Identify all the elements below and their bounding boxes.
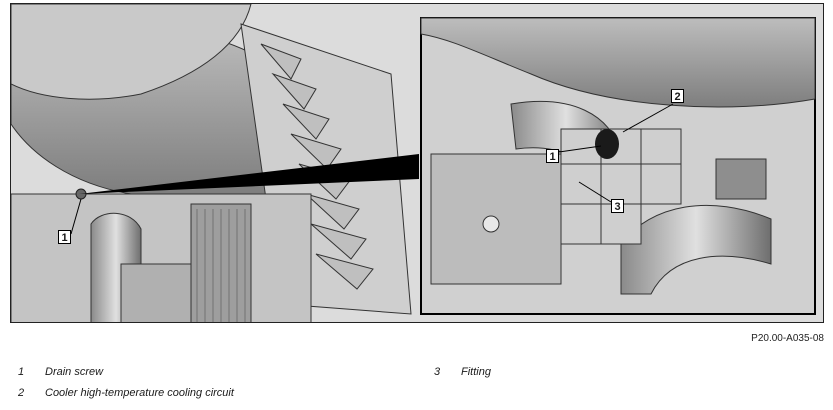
upper-panel bbox=[11, 4, 252, 100]
legend-item-3: 3 Fitting bbox=[434, 366, 491, 378]
leader-line-3 bbox=[578, 181, 612, 203]
legend-number: 1 bbox=[18, 366, 25, 378]
legend-text: Fitting bbox=[461, 366, 491, 378]
illustration-figure: 1 1 2 3 bbox=[10, 3, 824, 323]
legend-number: 2 bbox=[18, 387, 25, 399]
drain-screw-main bbox=[75, 188, 87, 200]
zoom-indicator bbox=[79, 154, 419, 194]
connector-block bbox=[715, 158, 767, 200]
inset-hose-lower bbox=[620, 204, 772, 295]
legend-number: 3 bbox=[434, 366, 441, 378]
leader-line-1 bbox=[558, 145, 602, 153]
inset-bracket bbox=[430, 153, 562, 285]
callout-inset-1: 1 bbox=[546, 149, 559, 163]
inset-view bbox=[420, 17, 816, 315]
legend-text: Drain screw bbox=[45, 366, 104, 378]
callout-inset-3: 3 bbox=[611, 199, 624, 213]
leader-line-2 bbox=[622, 103, 674, 133]
legend-item-1: 1 Drain screw bbox=[18, 366, 103, 378]
legend-item-2: 2 Cooler high-temperature cooling circuit bbox=[18, 387, 234, 399]
inset-top-panel bbox=[420, 17, 816, 108]
legend-text: Cooler high-temperature cooling circuit bbox=[45, 387, 234, 399]
callout-main-1: 1 bbox=[58, 230, 71, 244]
leader-line-main-1 bbox=[70, 198, 82, 235]
callout-inset-2: 2 bbox=[671, 89, 684, 103]
radiator-fins bbox=[196, 209, 246, 322]
drain-screw-inset bbox=[595, 129, 619, 159]
intake-box bbox=[120, 263, 192, 322]
figure-id-label: P20.00-A035-08 bbox=[751, 333, 824, 344]
technical-drawing bbox=[11, 4, 823, 322]
fastener-bolt bbox=[482, 215, 500, 233]
